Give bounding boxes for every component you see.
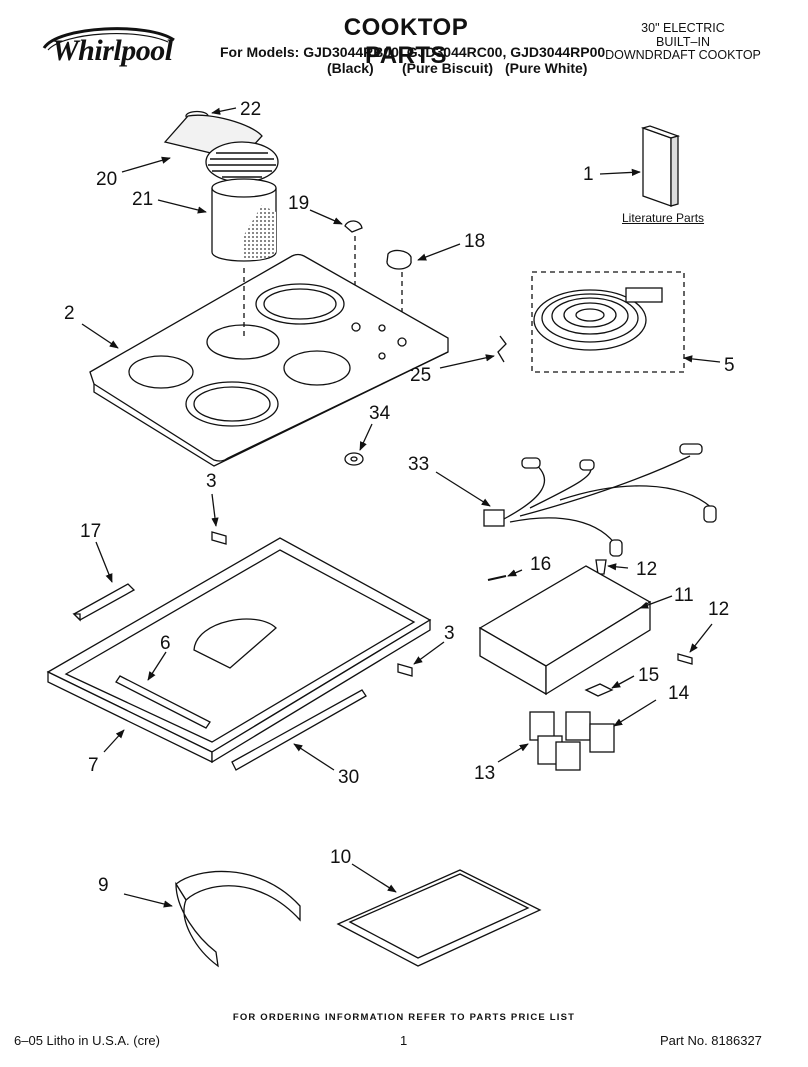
- heating-element: [531, 271, 685, 373]
- knob-parts: [344, 220, 412, 330]
- callout-20: 20: [96, 169, 118, 190]
- callout-22: 22: [240, 99, 262, 120]
- callout-12: 12: [636, 559, 658, 580]
- product-spec: 30" ELECTRIC BUILT–IN DOWNDRDAFT COOKTOP: [600, 21, 766, 63]
- callout-25: 25: [410, 365, 432, 386]
- callout-18: 18: [464, 231, 486, 252]
- clip-16: [487, 575, 507, 581]
- page-title: COOKTOP PARTS: [343, 14, 469, 69]
- whirlpool-logo: Whirlpool: [38, 22, 178, 74]
- screws: [211, 531, 693, 677]
- callout-5: 5: [724, 355, 735, 376]
- bracket-17: [72, 583, 136, 622]
- callout-12b: 12: [708, 599, 730, 620]
- literature-parts-label: Literature Parts: [622, 211, 705, 225]
- litho-note: 6–05 Litho in U.S.A. (cre): [14, 1033, 160, 1048]
- callout-7: 7: [88, 755, 99, 776]
- callout-3b: 3: [444, 623, 455, 644]
- spec-line: BUILT–IN: [656, 34, 710, 49]
- callout-1: 1: [583, 164, 594, 185]
- duct-band: [175, 870, 301, 968]
- callout-10: 10: [330, 847, 352, 868]
- spec-line: 30" ELECTRIC: [641, 21, 725, 35]
- plate-15: [584, 683, 614, 697]
- wire-harness: [483, 443, 717, 557]
- ordering-note: FOR ORDERING INFORMATION REFER TO PARTS …: [232, 1012, 576, 1023]
- page-number: 1: [400, 1033, 408, 1048]
- callout-16: 16: [530, 554, 552, 575]
- logo-swoosh-icon: [42, 27, 175, 51]
- callout-9: 9: [98, 875, 109, 896]
- callout-19: 19: [288, 193, 310, 214]
- strip-6: [115, 675, 211, 729]
- literature-booklet: [640, 125, 681, 207]
- leader-arrows: [81, 107, 721, 908]
- clip-34: [344, 452, 364, 466]
- callout-3: 3: [206, 471, 217, 492]
- cooktop-glass: [89, 253, 449, 467]
- callout-6: 6: [160, 633, 171, 654]
- callout-11: 11: [674, 585, 694, 606]
- bracket-25: [497, 335, 507, 363]
- callout-14: 14: [668, 683, 690, 704]
- base-pan: [46, 537, 432, 764]
- callout-17: 17: [80, 521, 102, 542]
- callout-15: 15: [638, 665, 660, 686]
- callout-34: 34: [369, 403, 391, 424]
- callout-21: 21: [132, 189, 154, 210]
- logo-wordmark: Whirlpool: [52, 34, 173, 67]
- tray-10: [336, 869, 542, 967]
- callout-13: 13: [474, 763, 496, 784]
- callout-33: 33: [408, 454, 430, 475]
- variant-biscuit: (Pure Biscuit): [402, 60, 494, 76]
- control-box: [478, 565, 652, 696]
- variant-white: (Pure White): [505, 60, 588, 76]
- part-number: Part No. 8186327: [660, 1033, 762, 1048]
- variant-black: (Black): [327, 60, 374, 76]
- switches: [529, 711, 615, 771]
- spec-line: DOWNDRDAFT COOKTOP: [605, 48, 761, 62]
- callout-30: 30: [338, 767, 360, 788]
- vent-assembly: [163, 110, 279, 262]
- callout-2: 2: [64, 303, 75, 324]
- strip-30: [231, 689, 367, 771]
- model-numbers: For Models: GJD3044RB00, GJD3044RC00, GJ…: [220, 44, 606, 60]
